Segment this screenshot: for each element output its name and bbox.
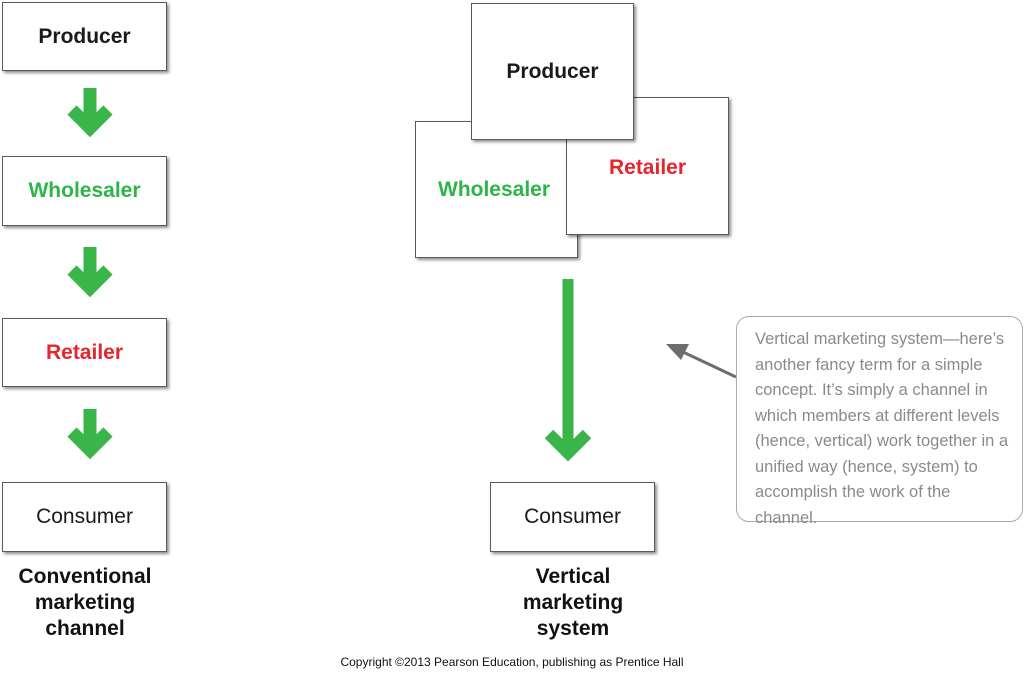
- right-caption: Vertical marketing system: [488, 564, 658, 642]
- right-producer-label: Producer: [506, 59, 599, 83]
- left-retailer-label: Retailer: [45, 340, 124, 364]
- note-line-4: which members at different levels: [755, 406, 1000, 425]
- right-consumer-box: Consumer: [490, 482, 655, 552]
- note-line-7: accomplish the work of the channel.: [755, 483, 951, 527]
- left-caption: Conventional marketing channel: [0, 564, 170, 642]
- left-producer-box: Producer: [2, 2, 167, 71]
- right-wholesaler-label: Wholesaler: [438, 177, 551, 201]
- left-consumer-box: Consumer: [2, 482, 167, 552]
- explanation-note: Vertical marketing system—here’s another…: [736, 316, 1023, 527]
- left-retailer-box: Retailer: [2, 318, 167, 387]
- note-line-6: unified way (hence, system) to: [755, 457, 978, 476]
- right-caption-line-1: Vertical: [535, 565, 611, 588]
- left-producer-label: Producer: [38, 24, 131, 48]
- left-wholesaler-box: Wholesaler: [2, 156, 167, 226]
- note-line-2: another fancy term for a simple: [755, 355, 983, 374]
- copyright-notice: Copyright ©2013 Pearson Education, publi…: [340, 655, 684, 669]
- left-caption-line-2: marketing: [34, 591, 136, 614]
- left-consumer-label: Consumer: [36, 505, 133, 528]
- right-consumer-label: Consumer: [524, 505, 621, 528]
- left-caption-line-3: channel: [45, 617, 125, 640]
- arrow-producer-to-wholesaler: [67, 88, 113, 138]
- left-caption-line-1: Conventional: [18, 565, 152, 588]
- note-pointer-arrow: [666, 344, 737, 379]
- right-wholesaler-box: Wholesaler: [415, 121, 578, 258]
- arrow-system-to-consumer: [544, 279, 592, 462]
- note-line-3: concept. It’s simply a channel in: [755, 381, 988, 399]
- right-retailer-label: Retailer: [608, 156, 687, 179]
- arrow-retailer-to-consumer: [67, 409, 113, 460]
- note-line-5: (hence, vertical) work together in a: [755, 432, 1009, 450]
- arrow-wholesaler-to-retailer: [67, 247, 113, 298]
- note-line-1: Vertical marketing system—here’s: [755, 330, 1005, 348]
- right-producer-box: Producer: [471, 3, 634, 140]
- right-caption-line-2: marketing: [522, 591, 624, 614]
- left-wholesaler-label: Wholesaler: [28, 179, 141, 202]
- right-caption-line-3: system: [536, 617, 610, 640]
